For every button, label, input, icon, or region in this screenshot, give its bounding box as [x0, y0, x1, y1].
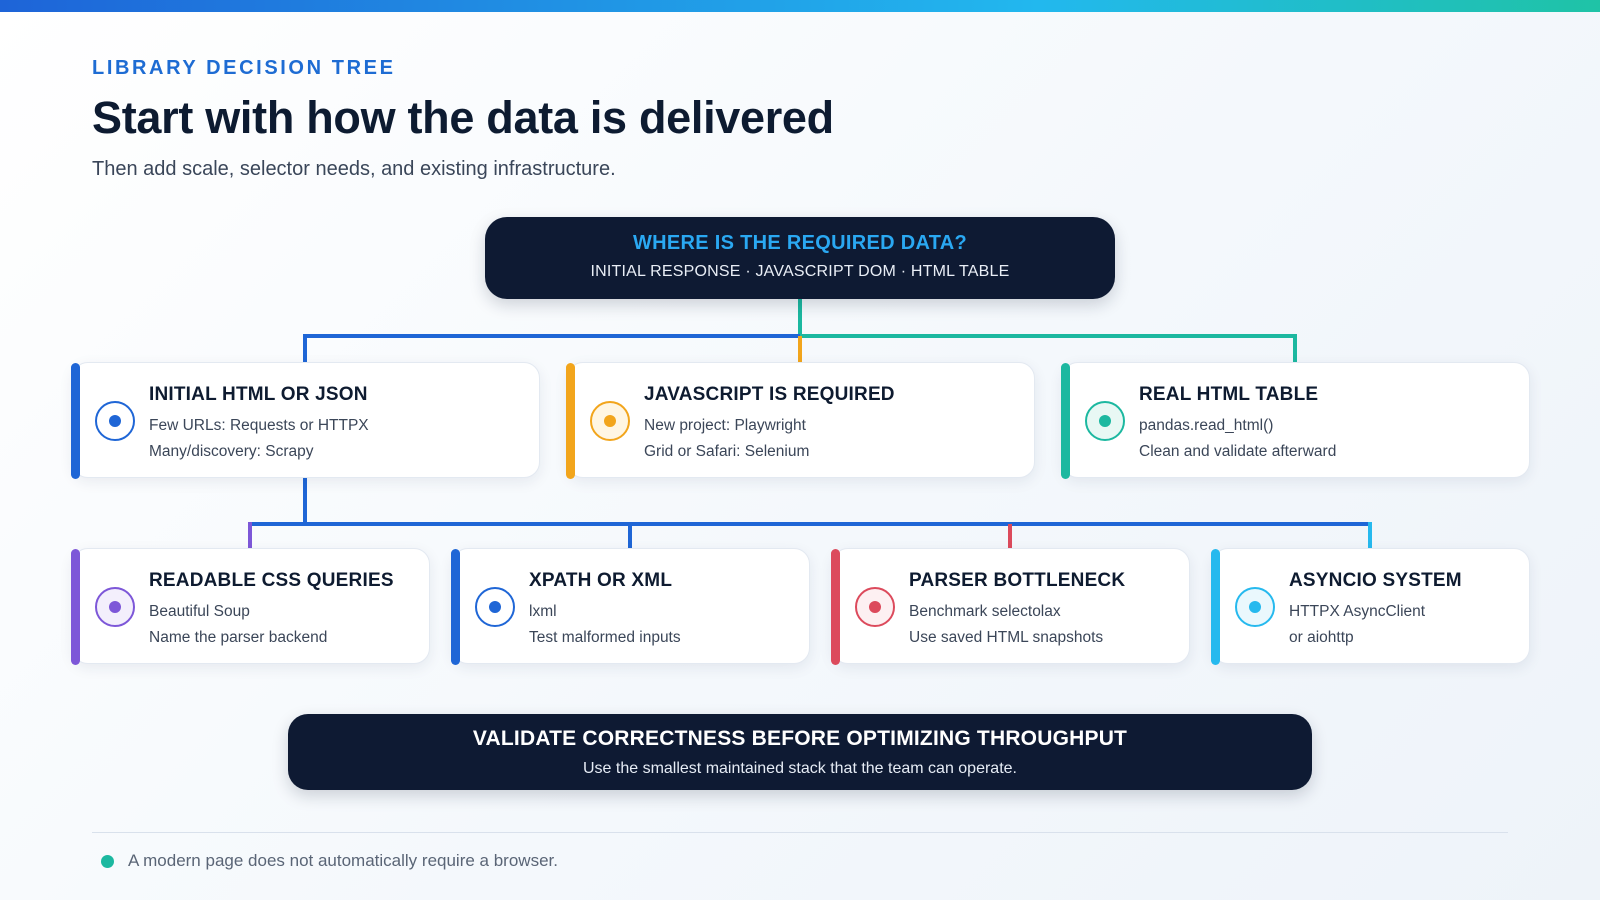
card-readable-css-queries: READABLE CSS QUERIES Beautiful Soup Name…: [71, 548, 430, 665]
target-icon: [475, 587, 515, 627]
conclusion-box: VALIDATE CORRECTNESS BEFORE OPTIMIZING T…: [288, 714, 1312, 790]
card-detail: Grid or Safari: Selenium: [644, 443, 810, 460]
card-accent-bar: [831, 549, 840, 665]
card-detail: HTTPX AsyncClient: [1289, 603, 1426, 620]
page-subtitle: Then add scale, selector needs, and exis…: [92, 158, 616, 180]
card-detail: Clean and validate afterward: [1139, 443, 1337, 460]
card-detail: Test malformed inputs: [529, 629, 681, 646]
footnote-text: A modern page does not automatically req…: [128, 851, 558, 870]
card-accent-bar: [1061, 363, 1070, 479]
card-detail: Beautiful Soup: [149, 603, 250, 620]
card-accent-bar: [1211, 549, 1220, 665]
card-detail: Benchmark selectolax: [909, 603, 1061, 620]
card-accent-bar: [451, 549, 460, 665]
target-icon: [855, 587, 895, 627]
card-parser-bottleneck: PARSER BOTTLENECK Benchmark selectolax U…: [831, 548, 1190, 665]
card-accent-bar: [566, 363, 575, 479]
card-xpath-or-xml: XPATH OR XML lxml Test malformed inputs: [451, 548, 810, 665]
target-icon: [590, 401, 630, 441]
card-title: ASYNCIO SYSTEM: [1289, 570, 1462, 591]
connector-root-left: [303, 334, 800, 362]
conclusion-title: VALIDATE CORRECTNESS BEFORE OPTIMIZING T…: [472, 727, 1128, 750]
eyebrow-label: LIBRARY DECISION TREE: [92, 57, 396, 79]
card-detail: lxml: [529, 603, 557, 620]
card-detail: Few URLs: Requests or HTTPX: [149, 417, 369, 434]
root-question-options: INITIAL RESPONSE · JAVASCRIPT DOM · HTML…: [590, 263, 1010, 280]
target-icon: [95, 401, 135, 441]
card-title: READABLE CSS QUERIES: [149, 570, 394, 591]
card-asyncio-system: ASYNCIO SYSTEM HTTPX AsyncClient or aioh…: [1211, 548, 1530, 665]
card-title: JAVASCRIPT IS REQUIRED: [644, 384, 895, 405]
card-real-html-table: REAL HTML TABLE pandas.read_html() Clean…: [1061, 362, 1530, 479]
card-title: XPATH OR XML: [529, 570, 673, 591]
footnote-bullet-icon: [101, 855, 114, 868]
root-question-title: WHERE IS THE REQUIRED DATA?: [632, 232, 968, 254]
card-detail: Use saved HTML snapshots: [909, 629, 1104, 646]
target-icon: [1085, 401, 1125, 441]
card-initial-html-or-json: INITIAL HTML OR JSON Few URLs: Requests …: [71, 362, 540, 479]
target-icon: [95, 587, 135, 627]
card-accent-bar: [71, 549, 80, 665]
root-question-box: WHERE IS THE REQUIRED DATA? INITIAL RESP…: [485, 217, 1115, 299]
card-detail: pandas.read_html(): [1139, 417, 1274, 434]
card-detail: New project: Playwright: [644, 417, 806, 434]
footer-divider: [92, 832, 1508, 833]
card-title: PARSER BOTTLENECK: [909, 570, 1126, 591]
connector-root-right: [800, 334, 1297, 362]
target-icon: [1235, 587, 1275, 627]
card-detail: or aiohttp: [1289, 629, 1354, 646]
page-title: Start with how the data is delivered: [92, 92, 834, 143]
card-title: REAL HTML TABLE: [1139, 384, 1319, 405]
card-javascript-required: JAVASCRIPT IS REQUIRED New project: Play…: [566, 362, 1035, 479]
card-detail: Name the parser backend: [149, 629, 328, 646]
card-accent-bar: [71, 363, 80, 479]
card-detail: Many/discovery: Scrapy: [149, 443, 314, 460]
conclusion-subtitle: Use the smallest maintained stack that t…: [582, 760, 1017, 777]
card-title: INITIAL HTML OR JSON: [149, 384, 368, 405]
top-accent-bar: [0, 0, 1600, 12]
